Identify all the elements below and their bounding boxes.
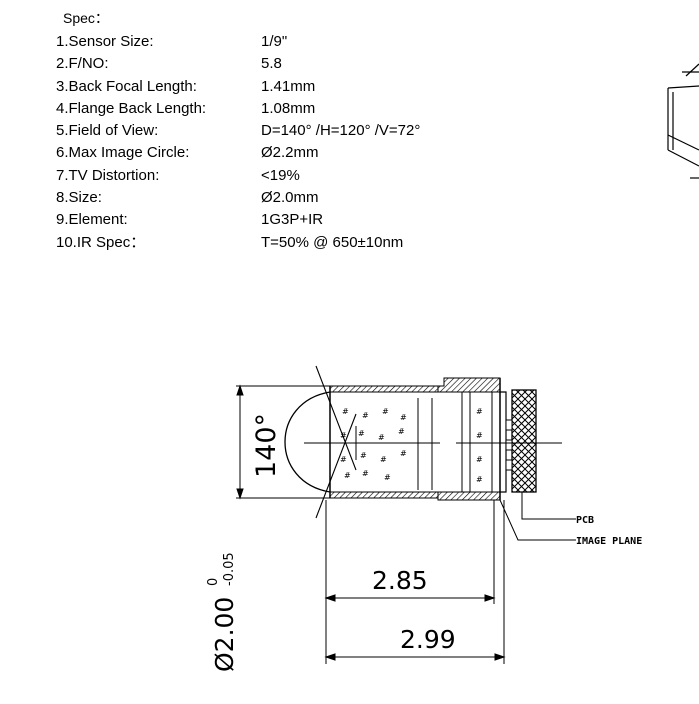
svg-text:#: # — [362, 411, 369, 420]
svg-text:#: # — [340, 455, 347, 464]
spec-value: 1/9" — [261, 33, 288, 50]
svg-text:#: # — [400, 413, 407, 422]
spec-key: 3.Back Focal Length: — [56, 77, 197, 95]
spec-value: 1G3P+IR — [261, 211, 324, 229]
svg-text:#: # — [380, 455, 387, 464]
spec-row: 4.Flange Back Length: 1.08mm — [56, 98, 420, 120]
tolerance-lower: -0.05 — [222, 552, 237, 586]
tolerance-upper: 0 — [206, 578, 221, 586]
svg-text:#: # — [362, 469, 369, 478]
callout-leaders — [499, 492, 576, 541]
spec-title: Spec： — [63, 10, 109, 26]
spec-value: Ø2.2mm — [261, 144, 319, 162]
spec-key: 6.Max Image Circle: — [56, 144, 190, 162]
height-dimension — [236, 384, 330, 500]
spec-value: 1.41mm — [261, 77, 316, 95]
spec-row: 8.Size: Ø2.0mm — [56, 187, 420, 209]
length-total-label: 2.99 — [400, 625, 456, 654]
extension-lines — [325, 500, 505, 664]
svg-text:#: # — [476, 431, 483, 440]
svg-text:#: # — [378, 433, 385, 442]
spec-value: Ø2.0mm — [261, 189, 319, 207]
fov-lines — [315, 365, 357, 519]
length-short-label: 2.85 — [372, 566, 428, 595]
spec-row: 2.F/NO: 5.8 — [56, 53, 420, 75]
fov-angle-label: 140° — [251, 413, 282, 478]
spec-row: 1.Sensor Size: 1/9" — [56, 31, 420, 53]
pcb-board — [505, 389, 537, 493]
svg-text:#: # — [382, 407, 389, 416]
spec-key: 9.Element: — [56, 211, 128, 229]
spec-key: 10.IR Spec： — [56, 233, 146, 251]
svg-text:#: # — [400, 449, 407, 458]
spec-key: 1.Sensor Size: — [56, 33, 154, 50]
spec-row: 9.Element: 1G3P+IR — [56, 209, 420, 231]
spec-key: 2.F/NO: — [56, 55, 109, 73]
front-lens — [284, 391, 331, 493]
svg-text:#: # — [344, 471, 351, 480]
svg-text:#: # — [476, 407, 483, 416]
svg-text:#: # — [342, 407, 349, 416]
pcb-callout: PCB — [576, 515, 594, 526]
svg-text:#: # — [360, 451, 367, 460]
svg-text:#: # — [398, 427, 405, 436]
spec-value: 5.8 — [261, 55, 282, 73]
svg-text:#: # — [340, 431, 347, 440]
svg-text:#: # — [384, 473, 391, 482]
lens-barrel — [329, 377, 507, 501]
lens-elements — [417, 392, 493, 492]
glass-hatch-marks: # # # # # # # # # # # # # # # # # # # — [340, 407, 483, 484]
spec-key: 7.TV Distortion: — [56, 166, 160, 184]
spec-row: 5.Field of View: D=140° /H=120° /V=72° — [56, 120, 420, 142]
spec-value: 1.08mm — [261, 99, 316, 117]
spec-value: D=140° /H=120° /V=72° — [261, 122, 421, 140]
length-dimension-lines — [324, 594, 506, 661]
spec-key: 8.Size: — [56, 189, 102, 207]
spec-row: 7.TV Distortion: <19% — [56, 165, 420, 187]
spec-value: T=50% @ 650±10nm — [261, 233, 404, 251]
svg-text:#: # — [358, 429, 365, 438]
spec-row: 10.IR Spec： T=50% @ 650±10nm — [56, 232, 420, 254]
spec-row: 3.Back Focal Length: 1.41mm — [56, 76, 420, 98]
spec-key: 5.Field of View: — [56, 122, 159, 140]
image-plane-callout: IMAGE PLANE — [576, 536, 642, 547]
isometric-view-fragment — [667, 63, 699, 179]
optical-axis — [304, 426, 562, 460]
spec-row: 6.Max Image Circle: Ø2.2mm — [56, 142, 420, 164]
spec-table: 1.Sensor Size: 1/9" 2.F/NO: 5.8 3.Back Foc… — [56, 31, 420, 254]
svg-text:#: # — [476, 455, 483, 464]
diameter-dimension: Ø2.00 0 -0.05 — [206, 552, 239, 672]
spec-key: 4.Flange Back Length: — [56, 99, 207, 117]
svg-text:#: # — [476, 475, 483, 484]
diameter-label: Ø2.00 — [210, 597, 239, 672]
spec-value: <19% — [261, 166, 300, 184]
